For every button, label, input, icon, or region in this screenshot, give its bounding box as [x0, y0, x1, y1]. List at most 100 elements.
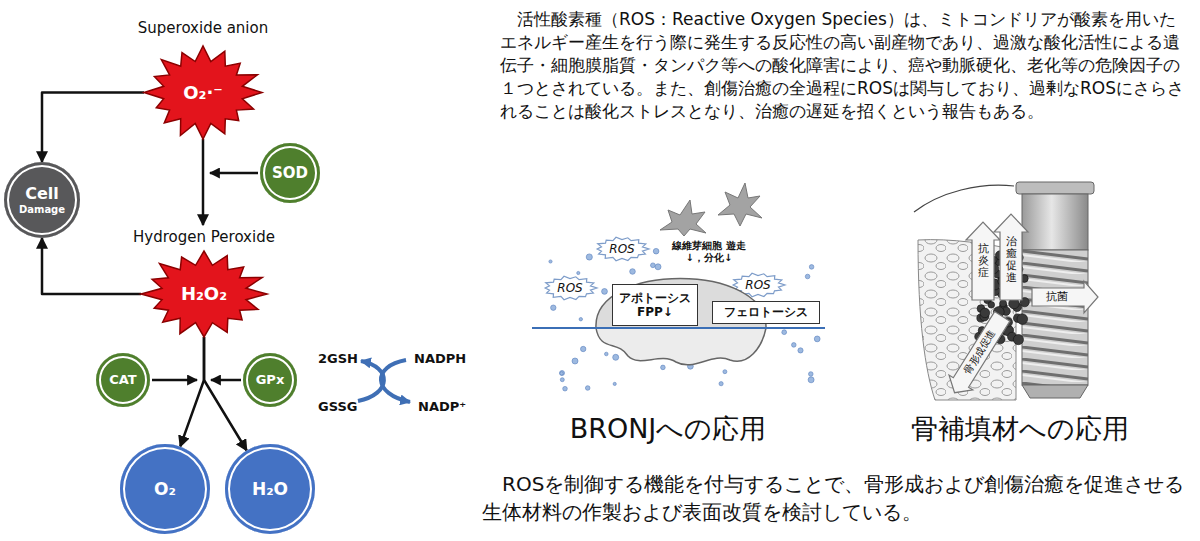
ros-dot — [605, 352, 609, 356]
connector — [202, 139, 205, 225]
cat-arrow — [152, 379, 197, 382]
burst-outline — [144, 46, 262, 139]
sod-arrow — [210, 173, 258, 174]
node-text: H₂O — [252, 479, 288, 499]
coating-particle — [980, 308, 990, 318]
fibroblast — [660, 183, 762, 236]
node-text: O₂ — [154, 479, 176, 499]
process-box: フェロトーシス — [712, 301, 820, 324]
ros-dot — [651, 263, 656, 268]
ros-dot — [661, 365, 666, 370]
enzyme-circle: CAT — [96, 353, 150, 407]
damage-circle: CellDamage — [4, 162, 80, 238]
section-caption: BRONJへの応用 — [558, 412, 778, 446]
ros-dot — [798, 348, 803, 353]
ros-burst — [545, 276, 597, 299]
effect-label: 抗菌 — [1046, 290, 1068, 304]
ros-dot — [814, 336, 820, 342]
coating-particle — [1000, 300, 1007, 307]
ros-dot — [581, 346, 586, 351]
coating-particle — [1017, 314, 1028, 325]
enzyme-circle: GPx — [243, 353, 297, 407]
membrane-line — [532, 327, 825, 329]
ros-dot — [809, 265, 814, 270]
connector — [42, 238, 141, 294]
superoxide-burst: Superoxide anionO₂·⁻ — [143, 45, 263, 140]
node-text: CAT — [109, 372, 136, 388]
ros-dot — [805, 274, 810, 279]
product-circle: O₂ — [120, 444, 210, 534]
ros-dot — [719, 382, 723, 386]
node-text: アポトーシス FPP↓ — [617, 291, 693, 320]
effect-arrows — [1032, 281, 1098, 313]
connector — [42, 93, 144, 163]
coating-particle — [988, 302, 995, 309]
glutathione-cycle — [381, 360, 410, 402]
enzyme-circle: SOD — [260, 143, 320, 203]
sod-arrow — [210, 172, 258, 175]
ros-dot — [560, 378, 564, 382]
description-text: 活性酸素種（ROS：Reactive Oxygen Species）は、ミトコン… — [500, 8, 1190, 123]
gpx-arrow — [211, 380, 241, 381]
fibroblast — [660, 200, 706, 236]
ros-dot — [551, 305, 556, 310]
ros-dot — [613, 354, 619, 360]
node-text: SOD — [272, 164, 308, 182]
gpx-arrow — [211, 379, 241, 382]
cell — [596, 328, 766, 365]
ros-dot — [585, 386, 590, 391]
implant — [1022, 194, 1088, 250]
ros-dot — [809, 372, 814, 377]
molecule-label: GSSG — [318, 399, 357, 415]
effect-arrows — [943, 309, 1014, 400]
section-caption: 骨補填材への応用 — [890, 412, 1150, 446]
fibroblast — [718, 183, 762, 226]
molecule-label: 2GSH — [318, 351, 358, 367]
node-text: GPx — [256, 372, 285, 388]
ros-dots — [549, 248, 820, 391]
ros-dot — [577, 271, 580, 274]
implant — [1016, 182, 1094, 194]
ros-dot — [560, 372, 563, 375]
ros-dot — [586, 254, 592, 260]
implant — [1022, 250, 1088, 385]
ros-dot — [563, 386, 568, 391]
effect-arrows — [943, 214, 1098, 400]
ros-label: ROS — [545, 281, 595, 295]
summary-text: ROSを制御する機能を付与することで、骨形成および創傷治癒を促進させる生体材料の… — [482, 470, 1187, 526]
ros-label: ROS — [597, 242, 647, 256]
ros-dot — [572, 358, 578, 364]
node-heading: Hydrogen Peroxide — [133, 228, 275, 246]
effect-label: 治癒促進 — [1006, 236, 1017, 284]
membrane-line — [532, 328, 825, 329]
effect-arrows — [943, 309, 1014, 400]
node-heading: Superoxide anion — [138, 19, 268, 37]
ros-dot — [560, 371, 565, 376]
effect-arrows — [994, 214, 1028, 300]
coating-particle — [1013, 335, 1023, 345]
implant — [1022, 385, 1088, 398]
soft-tissue — [914, 185, 1014, 212]
effect-arrows — [966, 222, 1000, 300]
ros-dot — [613, 382, 616, 385]
molecule-label: NADPH — [414, 351, 466, 367]
ros-dot — [549, 260, 552, 263]
ros-dot — [782, 330, 787, 335]
product-circle: H₂O — [225, 444, 315, 534]
node-text: H₂O₂ — [181, 283, 227, 305]
ros-dot — [655, 264, 661, 270]
burst-outline — [141, 251, 267, 337]
ros-dot — [630, 269, 636, 275]
ros-label: ROS — [733, 278, 783, 292]
molecule-label: NADP⁺ — [418, 399, 466, 415]
connector — [180, 337, 204, 447]
node-text: Damage — [19, 204, 65, 216]
soft-tissue — [914, 185, 1014, 212]
ros-dot — [723, 370, 727, 374]
glutathione-cycle — [358, 360, 410, 402]
node-text: O₂·⁻ — [183, 82, 223, 104]
ros-dot — [792, 343, 797, 348]
ros-burst — [597, 237, 649, 260]
node-text: フェロトーシス — [717, 305, 815, 319]
